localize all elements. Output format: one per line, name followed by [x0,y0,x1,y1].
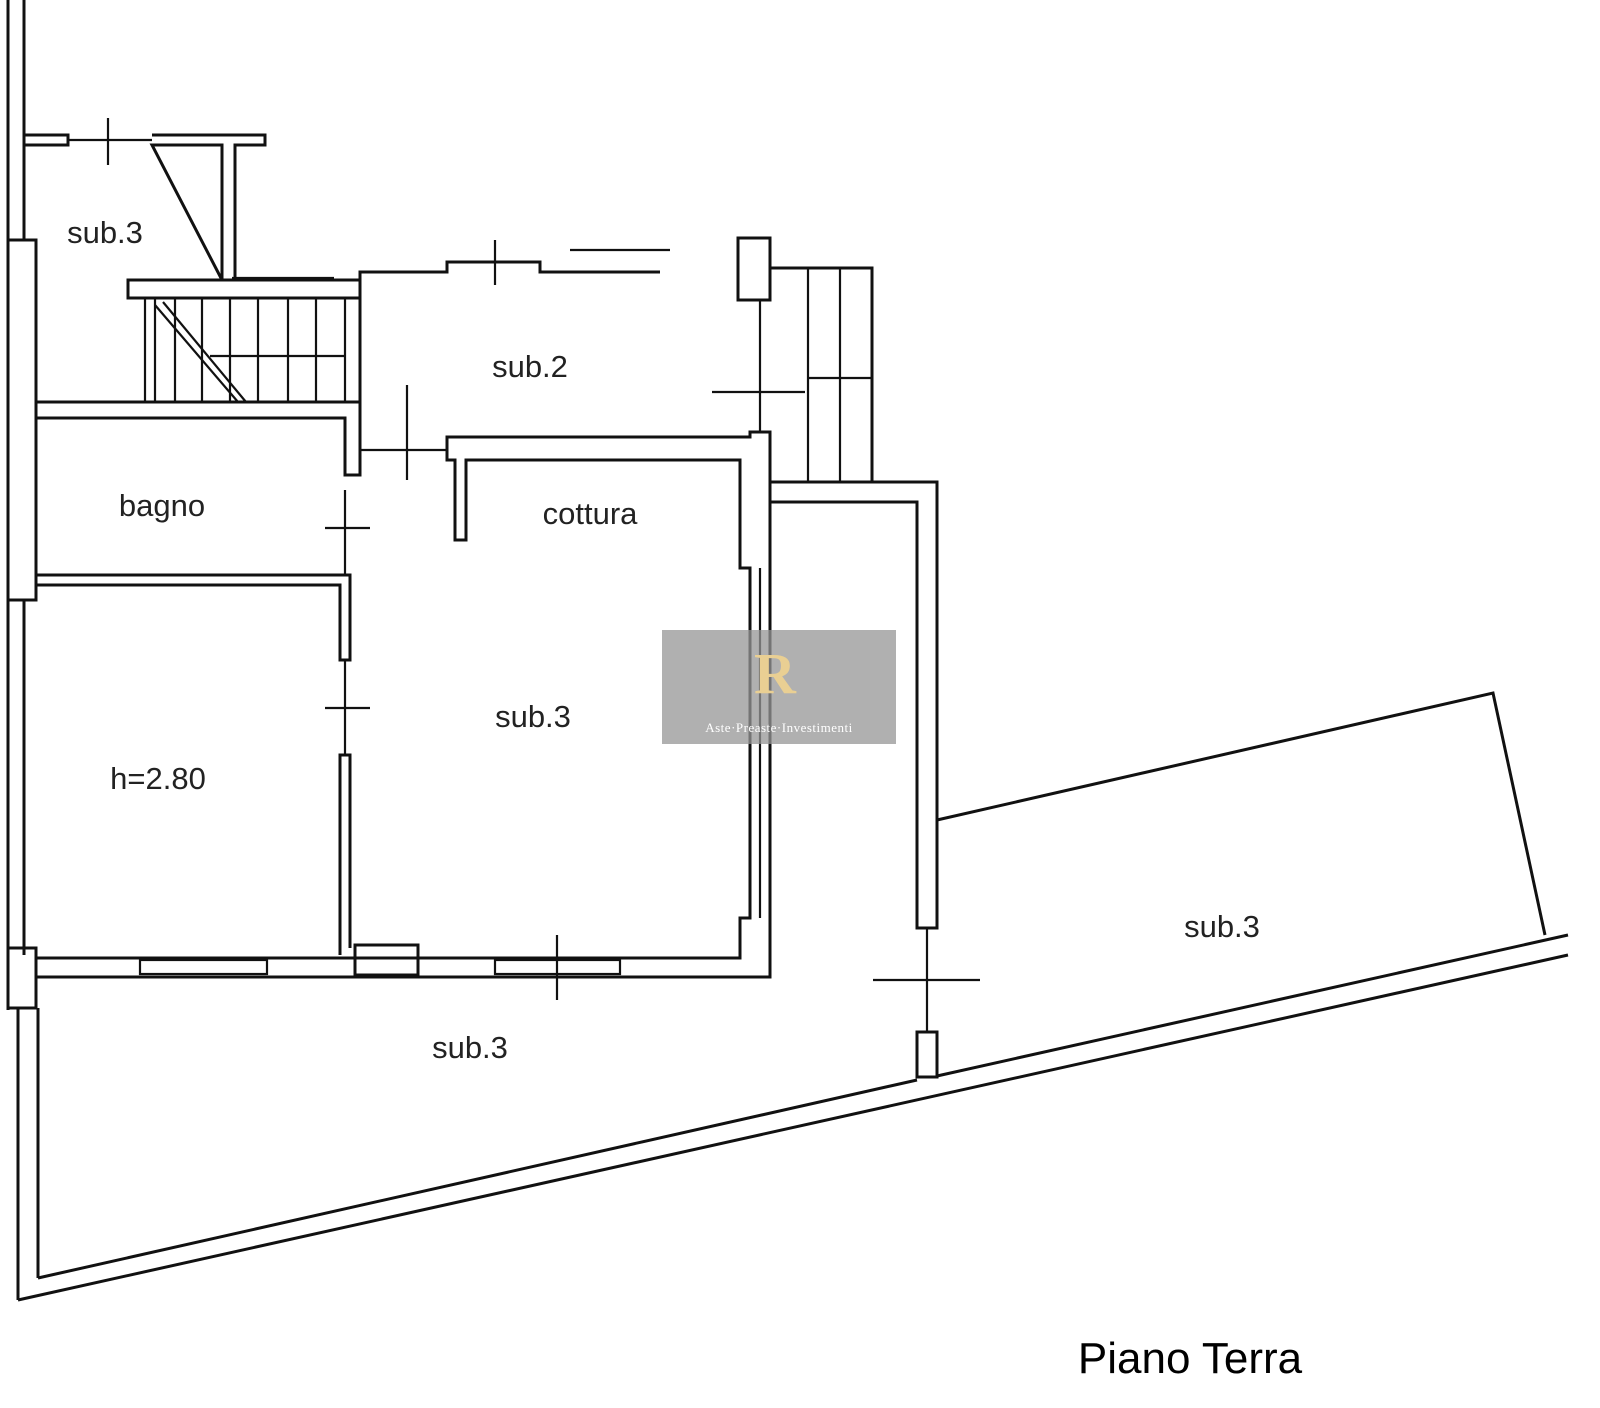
room-label-sub3-top: sub.3 [67,215,143,250]
stair-treads [143,298,347,403]
floor-title: Piano Terra [1078,1334,1303,1383]
room-label-sub3-bottom: sub.3 [432,1030,508,1065]
watermark-logo: R [754,641,796,706]
room-height-note: h=2.80 [110,761,206,796]
walls [6,0,1569,1302]
room-label-cottura: cottura [543,496,639,531]
watermark: R Aste·Preaste·Investimenti [662,630,896,744]
room-label-sub3-right: sub.3 [1184,909,1260,944]
room-label-sub3-center: sub.3 [495,699,571,734]
room-labels: sub.3 sub.2 bagno cottura sub.3 h=2.80 s… [67,215,1303,1383]
room-label-bagno: bagno [119,488,205,523]
room-label-sub2: sub.2 [492,349,568,384]
watermark-text: Aste·Preaste·Investimenti [705,720,853,735]
